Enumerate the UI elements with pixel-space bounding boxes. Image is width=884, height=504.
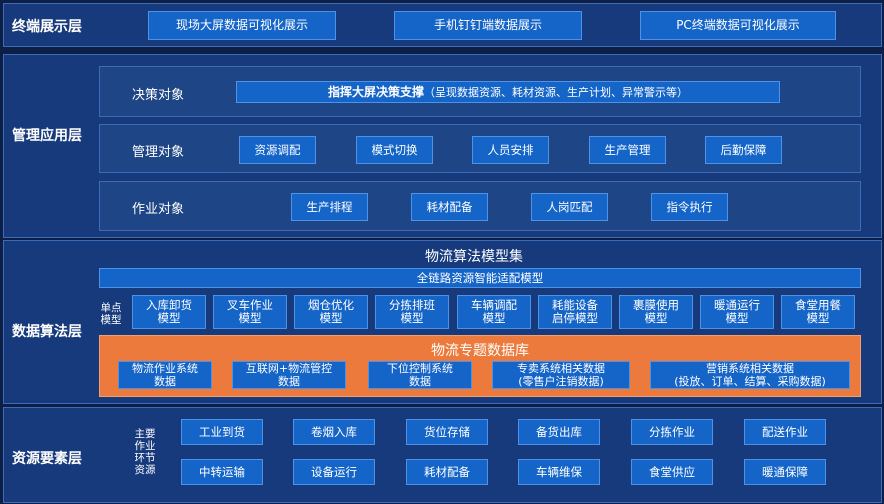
decision-bar[interactable]: 指挥大屏决策支撑（呈现数据资源、耗材资源、生产计划、异常警示等） [236,81,780,103]
resource-side-label: 主要 作业 环节 资源 [130,428,160,476]
algorithm-layer: 数据算法层 物流算法模型集 全链路资源智能适配模型 单点 模型 入库卸货模型叉车… [3,240,882,404]
single-model-line: 模型 [725,311,749,325]
terminal-layer: 终端展示层 现场大屏数据可视化展示 手机钉钉端数据展示 PC终端数据可视化展示 [3,3,882,47]
single-model-line: 模型 [644,311,668,325]
db-item-line2: 数据 [154,375,176,388]
resource-side-line: 环节 [134,452,156,464]
full-chain-model-bar[interactable]: 全链路资源智能适配模型 [99,268,861,288]
terminal-item-dingtalk[interactable]: 手机钉钉端数据展示 [394,11,582,40]
db-item-marketing[interactable]: 营销系统相关数据(投放、订单、结算、采购数据) [650,361,850,389]
single-model-item[interactable]: 分拣排班模型 [375,295,449,329]
manage-item[interactable]: 生产管理 [589,136,666,164]
single-model-item[interactable]: 食堂用餐模型 [781,295,855,329]
operation-item[interactable]: 人岗匹配 [531,193,608,221]
single-model-line: 模型 [319,311,343,325]
management-layer: 管理应用层 决策对象 指挥大屏决策支撑（呈现数据资源、耗材资源、生产计划、异常警… [3,54,882,238]
manage-item[interactable]: 模式切换 [356,136,433,164]
single-model-line: 耗能设备 [552,298,598,312]
resource-item[interactable]: 暖通保障 [744,459,826,485]
single-model-line: 暖通运行 [714,298,760,312]
manage-row: 管理对象 资源调配 模式切换 人员安排 生产管理 后勤保障 [99,124,861,173]
management-layer-label: 管理应用层 [12,128,82,144]
operation-row: 作业对象 生产排程 耗材配备 人岗匹配 指令执行 [99,181,861,231]
db-item-line2: 数据 [278,375,300,388]
db-item-lower-control[interactable]: 下位控制系统数据 [368,361,472,389]
single-model-line: 食堂用餐 [795,298,841,312]
resource-item[interactable]: 货位存储 [406,419,488,445]
resource-item[interactable]: 分拣作业 [631,419,713,445]
single-model-line: 启停模型 [552,311,598,325]
logistics-database-title: 物流专题数据库 [431,343,529,359]
single-model-line: 分拣排班 [389,298,435,312]
operation-item[interactable]: 生产排程 [291,193,368,221]
decision-bar-bold: 指挥大屏决策支撑 [327,84,424,99]
single-model-label-line2: 模型 [100,314,122,326]
db-item-line2: (零售户注销数据) [518,375,604,388]
resource-item[interactable]: 耗材配备 [406,459,488,485]
logistics-database-panel: 物流专题数据库 物流作业系统数据 互联网+物流管控数据 下位控制系统数据 专卖系… [99,335,861,397]
db-item-line2: (投放、订单、结算、采购数据) [674,375,826,388]
db-item-line1: 互联网+物流管控 [245,362,333,375]
single-model-item[interactable]: 车辆调配模型 [457,295,531,329]
single-model-item[interactable]: 裹膜使用模型 [619,295,693,329]
algorithm-layer-label: 数据算法层 [12,324,82,340]
single-model-line: 叉车作业 [227,298,273,312]
db-item-internet-logistics[interactable]: 互联网+物流管控数据 [232,361,346,389]
db-item-line1: 专卖系统相关数据 [517,362,605,375]
single-model-item[interactable]: 耗能设备启停模型 [538,295,612,329]
algorithm-title: 物流算法模型集 [425,249,523,265]
resource-side-line: 主要 [134,428,156,440]
single-model-line: 模型 [806,311,830,325]
decision-label: 决策对象 [132,88,185,103]
single-model-label: 单点 模型 [96,302,126,326]
decision-bar-rest: （呈现数据资源、耗材资源、生产计划、异常警示等） [424,85,688,99]
db-item-logistics-ops[interactable]: 物流作业系统数据 [118,361,212,389]
single-model-label-line1: 单点 [100,302,122,314]
resource-layer: 资源要素层 主要 作业 环节 资源 工业到货 卷烟入库 货位存储 备货出库 分拣作业 配送… [3,407,882,503]
single-model-item[interactable]: 入库卸货模型 [132,295,206,329]
single-model-line: 车辆调配 [471,298,517,312]
single-model-item[interactable]: 叉车作业模型 [213,295,287,329]
db-item-line1: 营销系统相关数据 [706,362,794,375]
single-model-line: 模型 [157,311,181,325]
db-item-monopoly[interactable]: 专卖系统相关数据(零售户注销数据) [492,361,630,389]
decision-row: 决策对象 指挥大屏决策支撑（呈现数据资源、耗材资源、生产计划、异常警示等） [99,66,861,117]
manage-item[interactable]: 后勤保障 [705,136,782,164]
resource-item[interactable]: 设备运行 [293,459,375,485]
single-model-item[interactable]: 暖通运行模型 [700,295,774,329]
resource-item[interactable]: 工业到货 [181,419,263,445]
single-model-line: 入库卸货 [146,298,192,312]
terminal-item-pc[interactable]: PC终端数据可视化展示 [640,11,836,40]
db-item-line2: 数据 [409,375,431,388]
resource-layer-label: 资源要素层 [12,451,82,467]
single-model-line: 裹膜使用 [633,298,679,312]
single-model-line: 模型 [238,311,262,325]
manage-item[interactable]: 资源调配 [239,136,316,164]
operation-label: 作业对象 [132,202,185,217]
single-model-line: 模型 [400,311,424,325]
db-item-line1: 下位控制系统 [387,362,453,375]
resource-item[interactable]: 车辆维保 [518,459,600,485]
operation-item[interactable]: 耗材配备 [411,193,488,221]
resource-side-line: 作业 [134,440,156,452]
terminal-item-big-screen[interactable]: 现场大屏数据可视化展示 [148,11,336,40]
manage-label: 管理对象 [132,145,185,160]
resource-item[interactable]: 卷烟入库 [293,419,375,445]
operation-item[interactable]: 指令执行 [651,193,728,221]
single-model-line: 烟仓优化 [308,298,354,312]
resource-item[interactable]: 备货出库 [518,419,600,445]
terminal-layer-label: 终端展示层 [12,19,82,35]
resource-item[interactable]: 中转运输 [181,459,263,485]
resource-item[interactable]: 食堂供应 [631,459,713,485]
manage-item[interactable]: 人员安排 [472,136,549,164]
single-model-line: 模型 [482,311,506,325]
resource-item[interactable]: 配送作业 [744,419,826,445]
db-item-line1: 物流作业系统 [132,362,198,375]
resource-side-line: 资源 [134,464,156,476]
single-model-item[interactable]: 烟仓优化模型 [294,295,368,329]
